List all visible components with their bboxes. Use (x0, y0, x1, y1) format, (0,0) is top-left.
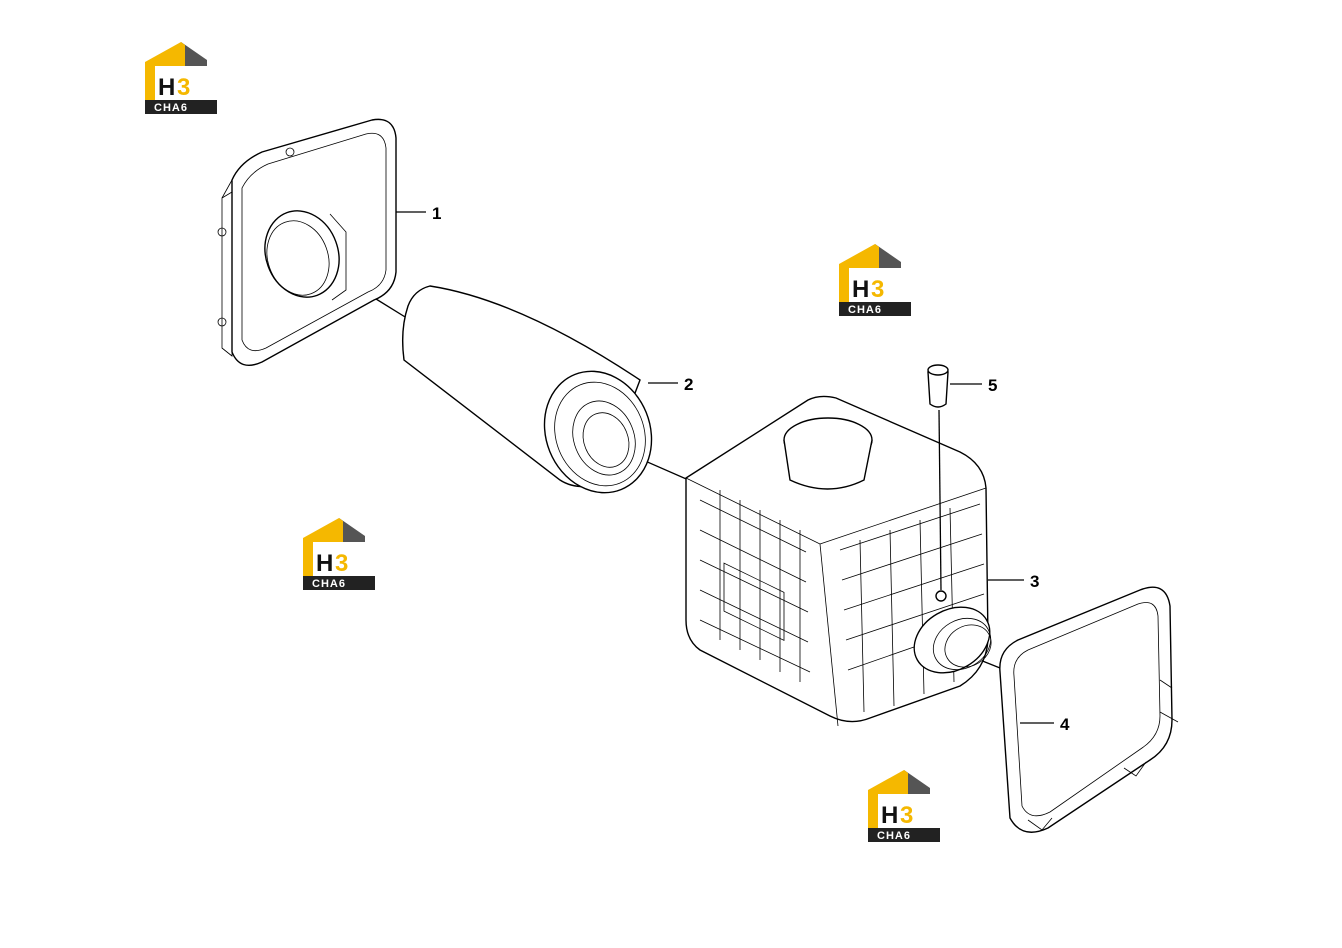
callout-4: 4 (1060, 715, 1070, 734)
callout-5: 5 (988, 376, 997, 395)
callout-1: 1 (432, 204, 441, 223)
logo-letter-h: H (316, 550, 333, 577)
callout-3: 3 (1030, 572, 1039, 591)
logo-letter-3: 3 (871, 276, 884, 303)
watermark-logo-3: H 3 CHA6 (303, 518, 375, 590)
part-2-filter-element (401, 285, 653, 494)
logo-word: CHA6 (154, 102, 188, 114)
logo-letter-h: H (158, 74, 175, 101)
part-1-rear-cover (217, 118, 397, 366)
logo-letter-3: 3 (177, 74, 190, 101)
watermark-logo-4: H 3 CHA6 (868, 770, 940, 842)
watermark-logo-1: H 3 CHA6 (145, 42, 217, 114)
logo-letter-3: 3 (335, 550, 348, 577)
logo-word: CHA6 (877, 830, 911, 842)
watermark-logo-2: H 3 CHA6 (839, 244, 911, 316)
part-5-service-indicator (927, 364, 949, 602)
logo-word: CHA6 (312, 578, 346, 590)
part-4-seal-frame (999, 586, 1179, 833)
logo-letter-h: H (852, 276, 869, 303)
logo-letter-h: H (881, 802, 898, 829)
part-3-filter-housing (685, 395, 992, 727)
callout-2: 2 (684, 375, 693, 394)
logo-letter-3: 3 (900, 802, 913, 829)
logo-word: CHA6 (848, 304, 882, 316)
